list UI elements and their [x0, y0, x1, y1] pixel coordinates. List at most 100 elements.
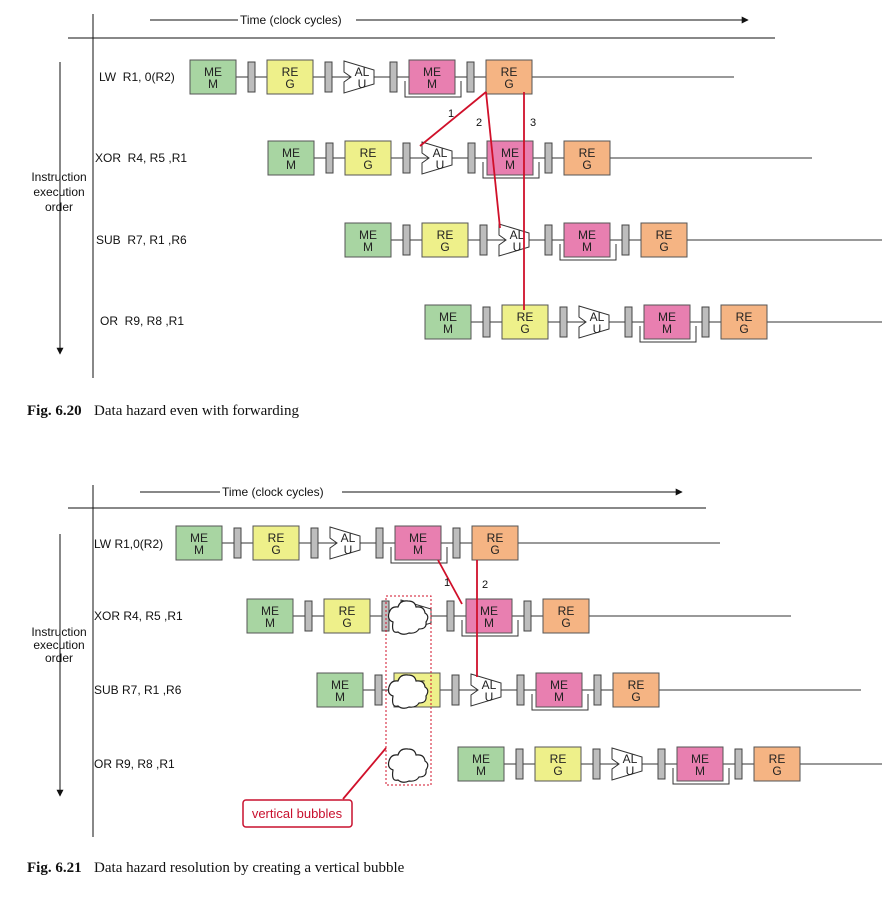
fig1-row-or-ex-alu-label-bottom: U — [593, 322, 602, 336]
fig2-pipeline-rows: MEMREGALUMEMREGMEMREGALUMEMREGMEMREGALUM… — [175, 525, 882, 785]
fig1-row-or-latch-1 — [482, 306, 491, 338]
fig1-row-or-mem-bypass — [639, 326, 697, 343]
fig1-caption-text: Data hazard even with forwarding — [94, 403, 299, 419]
fig2-row-xor-wb-reg-label-top: RE — [558, 604, 575, 618]
fig2-path-number-2: 2 — [482, 579, 488, 591]
fig2-row-sub-mem-stage-label-top: ME — [550, 678, 568, 692]
fig2-row-sub-mem-stage-label-bottom: M — [554, 690, 564, 704]
fig1-order-axis: Instruction execution order — [31, 62, 87, 355]
fig2-row-or-ex-alu-shape — [611, 747, 643, 781]
fig2-caption-text: Data hazard resolution by creating a ver… — [94, 860, 405, 876]
fig1-row-xor-ex-alu-label-top: AL — [433, 146, 448, 160]
fig2-row-lw-if-mem-label-top: ME — [190, 531, 208, 545]
fig1-row-lw-wb-reg-label-bottom: G — [504, 77, 513, 91]
fig2-order-label-2: execution — [33, 638, 84, 652]
fig1-row-xor-mem-bypass — [482, 162, 540, 179]
fig1-row-sub-id-reg-label-bottom: G — [440, 240, 449, 254]
fig2-row-lw-id-reg-label-bottom: G — [271, 543, 280, 557]
fig1-time-axis: Time (clock cycles) — [150, 13, 749, 27]
fig2-frame — [68, 485, 706, 837]
fig2-row-sub-wb-reg-label-bottom: G — [631, 690, 640, 704]
fig2-row-or-mem-stage-box — [676, 746, 724, 782]
fig2-row-xor-mem-stage-label-bottom: M — [484, 616, 494, 630]
fig2-row-lw-mem-bypass — [390, 547, 448, 564]
fig1-row-or-wb-reg-label-bottom: G — [739, 322, 748, 336]
fig1-row-sub-if-mem-label-top: ME — [359, 228, 377, 242]
fig2-row-sub-if-mem-box — [316, 672, 364, 708]
fig1-caption: Fig. 6.20 Data hazard even with forwardi… — [27, 402, 299, 419]
fig1-row-xor-wb-reg-box — [563, 140, 611, 176]
fig2-row-xor-latch-1 — [304, 600, 313, 632]
fig2-row-xor-if-mem-label-bottom: M — [265, 616, 275, 630]
fig1-row-lw-ex-alu-label-bottom: U — [358, 77, 367, 91]
fig1-row-lw-if-mem-box — [189, 59, 237, 95]
bubble-cloud-xor — [387, 600, 429, 635]
fig2-row-or-id-reg-box — [534, 746, 582, 782]
bubble-clouds — [387, 600, 429, 783]
fig2-row-or-id-reg-label-top: RE — [550, 752, 567, 766]
fig1-caption-number: Fig. 6.20 — [27, 403, 82, 419]
fig2-row-or-if-mem-label-bottom: M — [476, 764, 486, 778]
fig2-instr-xor: XOR R4, R5 ,R1 — [94, 609, 183, 623]
fig1-row-lw-id-reg-label-bottom: G — [285, 77, 294, 91]
fig1-row-sub-id-reg-box — [421, 222, 469, 258]
fig1-row-lw-latch-2 — [324, 61, 333, 93]
fig2-row-sub-latch-4 — [593, 674, 602, 706]
fig1-row-lw-latch-3 — [389, 61, 398, 93]
fig1-row-sub-if-mem-box — [344, 222, 392, 258]
fig1-row-or-latch-3 — [624, 306, 633, 338]
fig2-row-sub-latch-1 — [374, 674, 383, 706]
fig1-row-or-mem-stage-label-bottom: M — [662, 322, 672, 336]
fig2-row-sub-if-mem-label-top: ME — [331, 678, 349, 692]
fig1-row-or-wb-reg-box — [720, 304, 768, 340]
fig1-row-lw-latch-4 — [466, 61, 475, 93]
fig2-row-lw-mem-stage-label-top: ME — [409, 531, 427, 545]
fig2-row-or-wb-reg-label-top: RE — [769, 752, 786, 766]
fig1-row-xor-latch-4 — [544, 142, 553, 174]
fig1-row-lw-id-reg-box — [266, 59, 314, 95]
fig1-row-xor-ex-alu-shape — [421, 141, 453, 175]
fig2-row-lw-wb-reg-label-bottom: G — [490, 543, 499, 557]
fig1-row-sub-ex-alu-label-bottom: U — [513, 240, 522, 254]
fig1-row-lw-mem-bypass — [404, 81, 462, 98]
fig1-row-or-latch-2 — [559, 306, 568, 338]
fig1-order-label-3: order — [45, 200, 73, 214]
fig2-time-label: Time (clock cycles) — [222, 485, 324, 499]
fig1-row-or-if-mem-label-top: ME — [439, 310, 457, 324]
fig2-row-lw-wb-reg-label-top: RE — [487, 531, 504, 545]
fig2-row-or-wb-reg-label-bottom: G — [772, 764, 781, 778]
fig2-row-lw-wb-reg-box — [471, 525, 519, 561]
figure-6-20: Time (clock cycles) Instruction executio… — [27, 13, 882, 419]
fig2-row-lw-if-mem-label-bottom: M — [194, 543, 204, 557]
fig1-row-lw-mem-stage-label-bottom: M — [427, 77, 437, 91]
fig1-row-or-latch-4 — [701, 306, 710, 338]
fig1-row-lw-ex-alu-shape — [343, 60, 375, 94]
fig1-row-lw-id-reg-label-top: RE — [282, 65, 299, 79]
fig1-row-sub-latch-2 — [479, 224, 488, 256]
fig1-row-xor-id-reg-label-top: RE — [360, 146, 377, 160]
fig2-row-xor-wb-reg-label-bottom: G — [561, 616, 570, 630]
fig2-row-lw-mem-stage-box — [394, 525, 442, 561]
fig2-row-xor-latch-3 — [446, 600, 455, 632]
fig2-row-lw-latch-2 — [310, 527, 319, 559]
fig2-row-lw-id-reg-label-top: RE — [268, 531, 285, 545]
fig1-row-xor-id-reg-label-bottom: G — [363, 158, 372, 172]
fig2-row-xor-mem-stage-label-top: ME — [480, 604, 498, 618]
fig2-row-or-mem-stage-label-bottom: M — [695, 764, 705, 778]
fig1-row-lw-if-mem-label-top: ME — [204, 65, 222, 79]
fig1-instr-or: OR R9, R8 ,R1 — [100, 314, 184, 328]
fig1-row-lw-wb-reg-label-top: RE — [501, 65, 518, 79]
fig1-row-sub-wb-reg-label-top: RE — [656, 228, 673, 242]
fig1-row-sub-ex-alu-shape — [498, 223, 530, 257]
fig1-forward-path-2 — [485, 91, 501, 229]
bubble-region-outline — [385, 595, 432, 786]
fig1-row-xor-latch-1 — [325, 142, 334, 174]
fig2-row-or-latch-2 — [592, 748, 601, 780]
fig1-forwarding-paths — [419, 91, 525, 310]
fig1-path-number-3: 3 — [530, 117, 536, 129]
